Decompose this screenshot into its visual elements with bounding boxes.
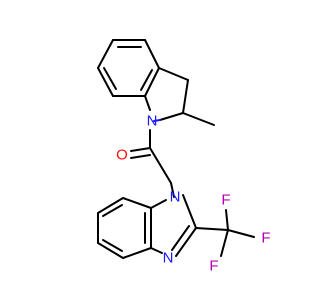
- atom-f-right: F: [261, 230, 270, 247]
- indoline-benzene-ring: [97, 39, 160, 97]
- imidazole-ring: [150, 194, 197, 257]
- atom-n3-benzimidazole: N: [163, 250, 174, 267]
- trifluoromethyl-group: [195, 209, 255, 257]
- indoline-pyrrolidine-ring: [144, 67, 215, 126]
- atom-n-indoline: N: [147, 113, 158, 130]
- amide-linker: [130, 129, 175, 198]
- atom-f-bottom: F: [209, 258, 218, 275]
- atom-o-carbonyl: O: [116, 147, 128, 164]
- atom-n1-benzimidazole: N: [170, 189, 181, 206]
- molecule-structure: N O N N F F F: [97, 39, 271, 275]
- atom-f-top: F: [221, 192, 230, 209]
- benzimidazole-benzene-ring: [97, 197, 152, 259]
